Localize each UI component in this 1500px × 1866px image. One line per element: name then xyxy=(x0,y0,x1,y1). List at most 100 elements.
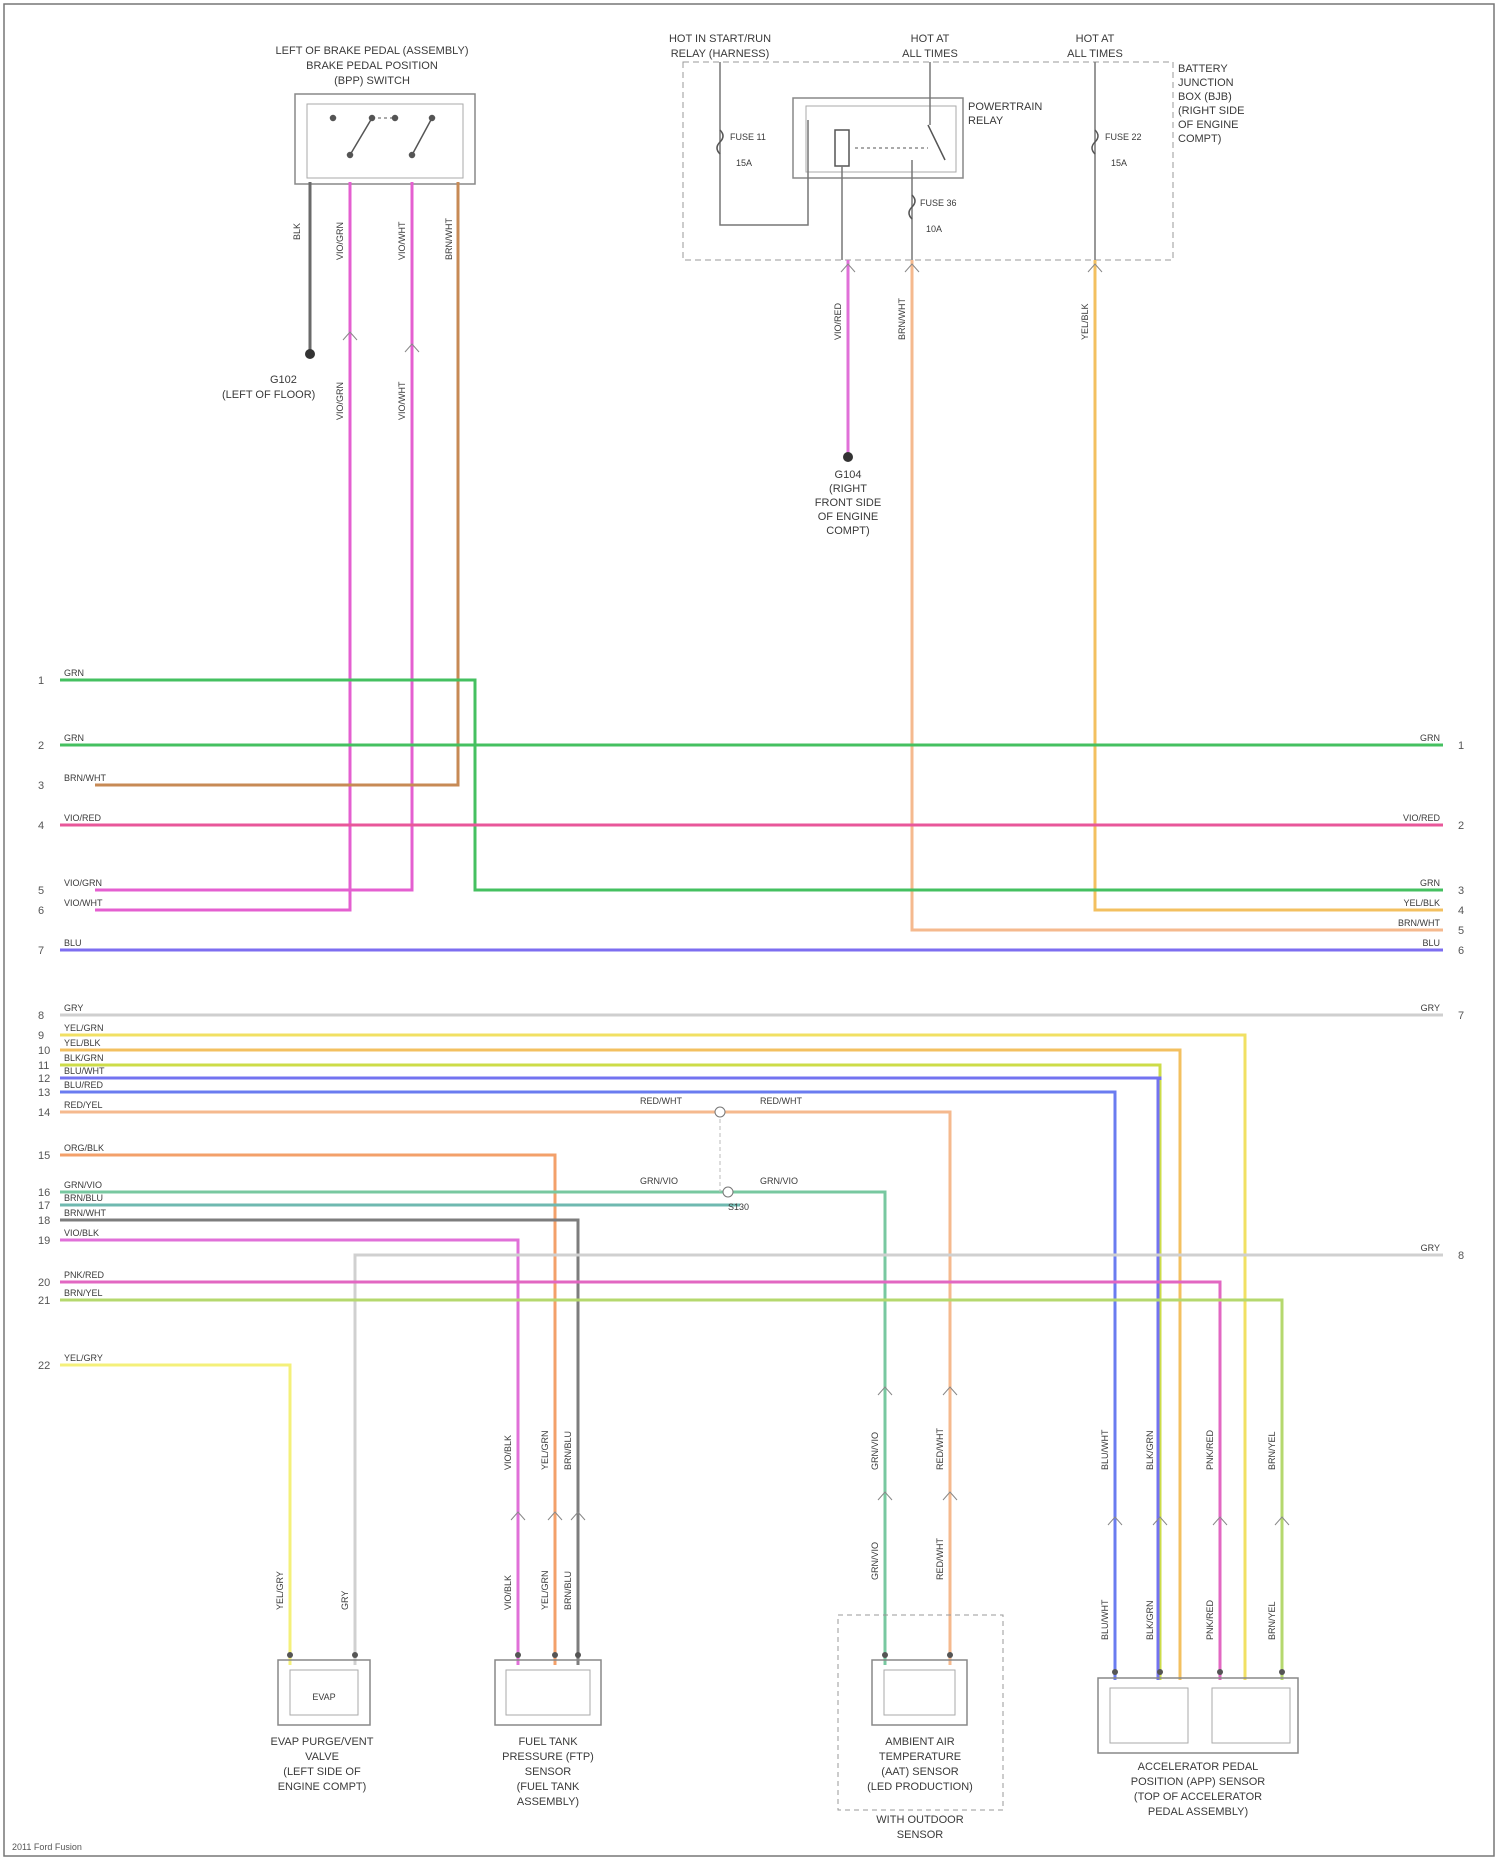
left-bus-num-lower-4: 12 xyxy=(38,1073,50,1085)
left-bus-num-upper-6: 7 xyxy=(38,945,44,957)
inline-connectors xyxy=(511,1512,1289,1525)
svg-text:JUNCTION: JUNCTION xyxy=(1178,77,1234,89)
app-wire-label-3: PNK/RED xyxy=(1205,1429,1215,1470)
bpp-wire-label-3: VIO/WHT xyxy=(397,221,407,260)
left-bus-labels: 1GRN2GRN3BRN/WHT4VIO/RED5VIO/GRN6VIO/WHT… xyxy=(38,668,106,1372)
svg-text:G104: G104 xyxy=(835,469,862,481)
left-bus-label-upper-0: GRN xyxy=(64,668,84,678)
accelerator-pedal-sensor: ACCELERATOR PEDAL POSITION (APP) SENSOR … xyxy=(1098,1678,1298,1818)
aat-wire-label-2: RED/WHT xyxy=(935,1428,945,1470)
pcm-relay-label-2: RELAY (HARNESS) xyxy=(671,48,770,60)
footer-text: 2011 Ford Fusion xyxy=(12,1842,82,1852)
svg-text:(LEFT SIDE OF: (LEFT SIDE OF xyxy=(283,1766,361,1778)
fuse-b-rating: 10A xyxy=(926,224,942,234)
left-bus-num-lower-3: 11 xyxy=(38,1060,49,1072)
left-bus-num-upper-5: 6 xyxy=(38,905,44,917)
svg-text:FUEL TANK: FUEL TANK xyxy=(518,1736,578,1748)
left-bus-label-upper-3: VIO/RED xyxy=(64,813,102,823)
right-bus-labels: GRN1VIO/RED2GRN3YEL/BLK4BRN/WHT5BLU6GRY7… xyxy=(1398,733,1464,1262)
left-bus-num-lower-13: 21 xyxy=(38,1295,50,1307)
left-bus-num-lower-10: 18 xyxy=(38,1215,50,1227)
svg-text:WITH OUTDOOR: WITH OUTDOOR xyxy=(876,1814,963,1826)
left-bus-num-lower-2: 10 xyxy=(38,1045,50,1057)
right-bus-num-5: 6 xyxy=(1458,945,1464,957)
fuse-a-rating: 15A xyxy=(736,158,752,168)
ftp-wire-label-5: YEL/GRN xyxy=(540,1570,550,1610)
left-bus-label-upper-4: VIO/GRN xyxy=(64,878,102,888)
svg-text:ASSEMBLY): ASSEMBLY) xyxy=(517,1796,579,1808)
hot-all-times-2-l1: HOT AT xyxy=(1076,33,1115,45)
svg-text:COMPT): COMPT) xyxy=(1178,133,1221,145)
bpp-switch-label-3: (BPP) SWITCH xyxy=(334,75,410,87)
ftp-wire-label-6: BRN/BLU xyxy=(563,1571,573,1610)
svg-text:FRONT SIDE: FRONT SIDE xyxy=(815,497,881,509)
svg-text:(RIGHT: (RIGHT xyxy=(829,483,867,495)
pcm-relay-label-1: HOT IN START/RUN xyxy=(669,33,771,45)
left-bus-num-lower-11: 19 xyxy=(38,1235,50,1247)
svg-text:(AAT) SENSOR: (AAT) SENSOR xyxy=(881,1766,958,1778)
svg-text:ENGINE COMPT): ENGINE COMPT) xyxy=(278,1781,367,1793)
left-bus-num-upper-3: 4 xyxy=(38,820,44,832)
ground-g102-1: G102 xyxy=(270,374,297,386)
left-bus-label-lower-9: BRN/BLU xyxy=(64,1193,103,1203)
svg-text:SENSOR: SENSOR xyxy=(897,1829,944,1841)
hot-all-times-1-l1: HOT AT xyxy=(911,33,950,45)
svg-text:TEMPERATURE: TEMPERATURE xyxy=(879,1751,961,1763)
bpp-wire-label-2: VIO/GRN xyxy=(335,222,345,260)
svg-text:OF ENGINE: OF ENGINE xyxy=(818,511,879,523)
app-wire-label-7: PNK/RED xyxy=(1205,1599,1215,1640)
right-bus-label-2: GRN xyxy=(1420,878,1440,888)
svg-text:BOX (BJB): BOX (BJB) xyxy=(1178,91,1232,103)
splice-label-5: S130 xyxy=(728,1202,749,1212)
right-bus-label-5: BLU xyxy=(1422,938,1440,948)
right-bus-label-7: GRY xyxy=(1421,1243,1440,1253)
svg-text:PRESSURE (FTP): PRESSURE (FTP) xyxy=(502,1751,594,1763)
aat-wire-label-3: GRN/VIO xyxy=(870,1542,880,1580)
svg-text:(LED PRODUCTION): (LED PRODUCTION) xyxy=(867,1781,973,1793)
svg-text:OF ENGINE: OF ENGINE xyxy=(1178,119,1239,131)
evap-box-label: EVAP xyxy=(312,1692,335,1702)
left-bus-label-lower-14: YEL/GRY xyxy=(64,1353,103,1363)
ftp-wire-label-2: YEL/GRN xyxy=(540,1430,550,1470)
hot-all-times-2-l2: ALL TIMES xyxy=(1067,48,1123,60)
left-bus-num-lower-1: 9 xyxy=(38,1030,44,1042)
bpp-switch: LEFT OF BRAKE PEDAL (ASSEMBLY) BRAKE PED… xyxy=(276,45,475,184)
fuse-a-label: FUSE 11 xyxy=(730,132,766,142)
left-bus-label-upper-1: GRN xyxy=(64,733,84,743)
right-bus-label-6: GRY xyxy=(1421,1003,1440,1013)
ftp-wire-label-3: BRN/BLU xyxy=(563,1431,573,1470)
left-bus-num-lower-8: 16 xyxy=(38,1187,50,1199)
left-bus-num-lower-12: 20 xyxy=(38,1277,50,1289)
left-bus-label-lower-12: PNK/RED xyxy=(64,1270,105,1280)
left-bus-num-upper-1: 2 xyxy=(38,740,44,752)
relay-wires xyxy=(848,260,1443,930)
svg-text:ACCELERATOR PEDAL: ACCELERATOR PEDAL xyxy=(1138,1761,1259,1773)
svg-text:AMBIENT AIR: AMBIENT AIR xyxy=(885,1736,955,1748)
ftp-wire-label-1: VIO/BLK xyxy=(503,1435,513,1470)
bjb-label: BATTERY JUNCTION BOX (BJB) (RIGHT SIDE O… xyxy=(1178,63,1244,145)
relay-wire-label-3: YEL/BLK xyxy=(1080,303,1090,340)
left-bus-label-lower-11: VIO/BLK xyxy=(64,1228,99,1238)
left-bus-label-lower-6: RED/YEL xyxy=(64,1100,103,1110)
left-bus-num-lower-7: 15 xyxy=(38,1150,50,1162)
svg-text:BATTERY: BATTERY xyxy=(1178,63,1228,75)
app-wire-label-8: BRN/YEL xyxy=(1267,1601,1277,1640)
right-bus-label-0: GRN xyxy=(1420,733,1440,743)
right-bus-num-4: 5 xyxy=(1458,925,1464,937)
bpp-wire-label-4: BRN/WHT xyxy=(444,218,454,260)
evap-wire-label-1: YEL/GRY xyxy=(275,1571,285,1610)
lower-bus xyxy=(60,1015,1443,1680)
fuse-b-label: FUSE 36 xyxy=(920,198,957,208)
right-bus-label-1: VIO/RED xyxy=(1403,813,1441,823)
app-wire-label-5: BLU/WHT xyxy=(1100,1599,1110,1640)
app-wire-label-2: BLK/GRN xyxy=(1145,1430,1155,1470)
splice-label-2: RED/WHT xyxy=(760,1096,802,1106)
left-bus-label-lower-1: YEL/GRN xyxy=(64,1023,104,1033)
bpp-switch-label-2: BRAKE PEDAL POSITION xyxy=(306,60,438,72)
ftp-wire-label-4: VIO/BLK xyxy=(503,1575,513,1610)
left-bus-label-lower-10: BRN/WHT xyxy=(64,1208,106,1218)
aat-wire-label-4: RED/WHT xyxy=(935,1538,945,1580)
powertrain-relay-1: POWERTRAIN xyxy=(968,101,1042,113)
